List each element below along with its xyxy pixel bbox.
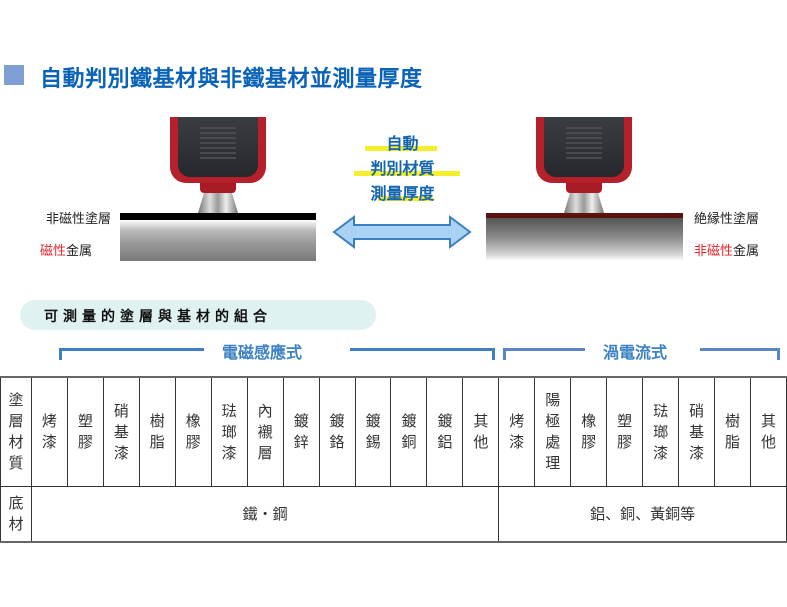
coating-cell: 烤漆 (498, 376, 536, 487)
coating-cell: 烤漆 (30, 376, 68, 487)
section-pill (20, 300, 376, 330)
coating-substrate-table: 塗層材質 烤漆 塑膠 硝基漆 樹脂 橡膠 琺瑯漆 內襯層 鍍鋅 鍍鉻 鍍錫 鍍銅… (0, 376, 787, 543)
coating-cell: 鍍銅 (390, 376, 428, 487)
measure-thickness-text: 測量厚度 (370, 184, 435, 203)
title-bullet-square (4, 65, 24, 85)
coating-cell: 鍍鉻 (318, 376, 356, 487)
coating-cell: 硝基漆 (678, 376, 716, 487)
identify-material-text: 判別材質 (370, 159, 435, 178)
coating-cell: 塑膠 (66, 376, 104, 487)
coating-cell: 其他 (750, 376, 787, 487)
coating-cell: 琺瑯漆 (642, 376, 680, 487)
magnetic-metal-label: 磁性金属 (40, 244, 93, 259)
double-arrow-icon (332, 215, 472, 249)
coating-cell: 樹脂 (138, 376, 176, 487)
eddy-substrate-cell: 鋁、銅、黃銅等 (498, 486, 787, 543)
gauge-device-left (170, 117, 266, 213)
magnetic-substrate-plate (120, 213, 316, 261)
coating-row: 塗層材質 烤漆 塑膠 硝基漆 樹脂 橡膠 琺瑯漆 內襯層 鍍鋅 鍍鉻 鍍錫 鍍銅… (0, 376, 787, 487)
coating-cell: 鍍錫 (354, 376, 392, 487)
auto-text: 自動 (386, 134, 419, 153)
coating-cell: 鍍鋅 (282, 376, 320, 487)
substrate-row: 底材 鐵・鋼 鋁、銅、黃銅等 (0, 486, 787, 543)
coating-cell: 硝基漆 (102, 376, 140, 487)
non-magnetic-metal-label: 非磁性金属 (694, 244, 760, 259)
probe-icon (564, 193, 604, 213)
coating-cell: 塑膠 (606, 376, 644, 487)
probe-icon (198, 193, 238, 213)
coating-cell: 橡膠 (174, 376, 212, 487)
magnetic-induction-label: 電磁感應式 (222, 343, 303, 362)
magnetic-substrate-cell: 鐵・鋼 (30, 486, 500, 543)
page-title: 自動判別鐵基材與非鐵基材並測量厚度 (40, 67, 423, 92)
coating-cell: 橡膠 (570, 376, 608, 487)
coating-cell: 琺瑯漆 (210, 376, 248, 487)
row-header-coating: 塗層材質 (0, 376, 32, 487)
coating-cell: 其他 (462, 376, 500, 487)
eddy-current-label: 渦電流式 (603, 343, 668, 362)
gauge-device-right (536, 117, 632, 213)
coating-cell: 鍍鋁 (426, 376, 464, 487)
non-magnetic-coating-label: 非磁性塗層 (45, 212, 111, 227)
row-header-substrate: 底材 (0, 486, 32, 543)
coating-cell: 樹脂 (714, 376, 752, 487)
insulating-coating-label: 絶縁性塗層 (694, 212, 760, 227)
non-magnetic-substrate-plate (486, 213, 683, 261)
coating-cell: 陽極處理 (534, 376, 572, 487)
section-heading: 可測量的塗層與基材的組合 (44, 309, 272, 325)
coating-cell: 內襯層 (246, 376, 284, 487)
